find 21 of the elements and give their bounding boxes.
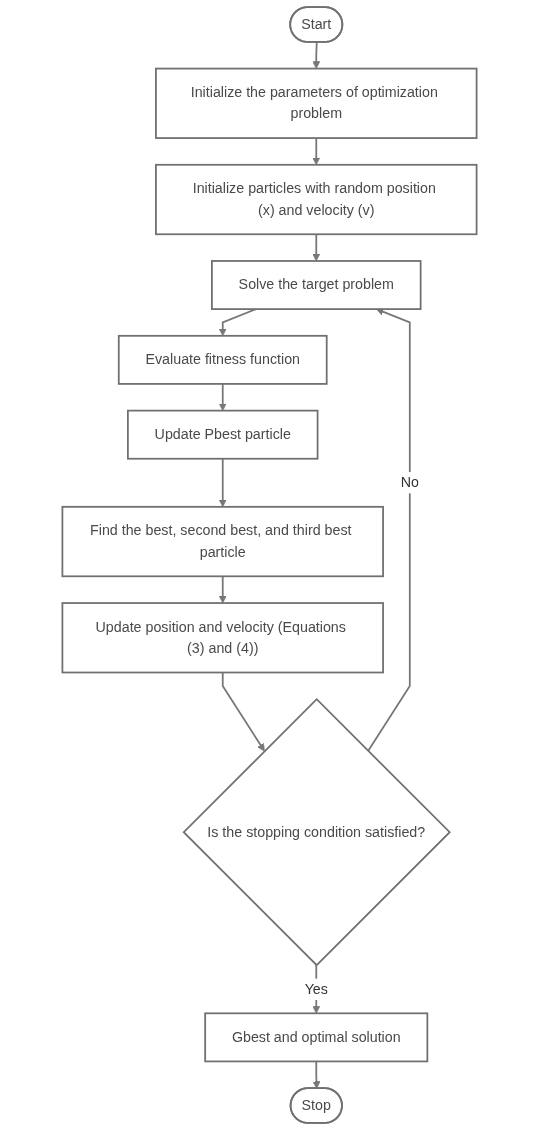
arrow <box>312 137 321 166</box>
arrow <box>312 41 321 69</box>
node-box: Update Pbest particle <box>127 409 319 460</box>
node-box: Initialize the parameters of optimization problem <box>155 67 478 139</box>
arrow <box>221 671 265 752</box>
node-box: Find the best, second best, and third best particle <box>61 505 384 578</box>
edge-label: No <box>400 474 419 490</box>
edge-label: Yes <box>304 981 328 997</box>
arrow <box>218 457 227 508</box>
arrow <box>218 575 227 604</box>
arrow <box>312 964 321 1014</box>
node-box: Initialize particles with random position (x) and velocity (v) <box>155 163 478 236</box>
arrow <box>218 383 227 411</box>
node-box: Update position and velocity (Equations (3) and (4)) <box>61 602 384 674</box>
node-box: Gbest and optimal solution <box>204 1012 429 1063</box>
arrow <box>312 233 321 262</box>
arrow <box>367 308 411 752</box>
arrow <box>312 1060 321 1089</box>
node-box: Solve the target problem <box>211 260 422 310</box>
node-diamond: Is the stopping condition satisfied? <box>182 697 451 967</box>
node-box: Evaluate fitness function <box>117 334 328 385</box>
